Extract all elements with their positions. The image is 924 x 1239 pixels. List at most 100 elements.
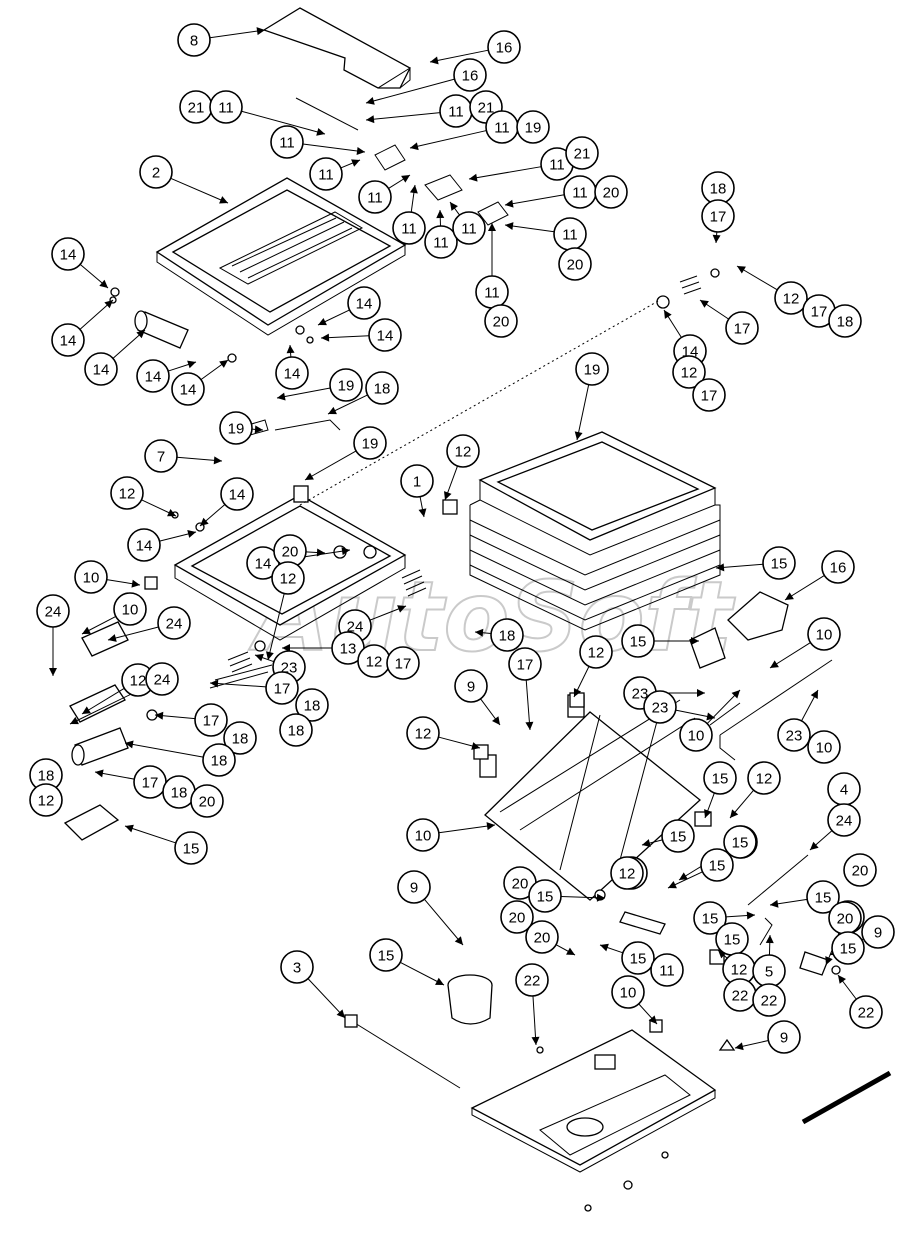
callout-12: 12 <box>110 476 144 510</box>
callout-5: 5 <box>752 954 786 988</box>
callout-12: 12 <box>446 434 480 468</box>
callout-12: 12 <box>610 856 644 890</box>
callout-24: 24 <box>827 803 861 837</box>
callout-20: 20 <box>190 784 224 818</box>
arrowhead-icon <box>525 721 534 730</box>
callout-label: 11 <box>279 135 295 152</box>
callout-label: 12 <box>130 673 147 690</box>
callout-22: 22 <box>515 963 549 997</box>
arrowhead-icon <box>486 822 495 831</box>
leader-line <box>423 898 464 946</box>
callout-16: 16 <box>487 30 521 64</box>
callout-10: 10 <box>807 730 841 764</box>
callout-9: 9 <box>767 1020 801 1054</box>
callout-label: 15 <box>724 932 741 949</box>
callout-circle <box>661 819 695 853</box>
bracket-24-part <box>69 684 126 723</box>
arrowhead-icon <box>825 956 833 965</box>
callout-label: 15 <box>712 771 729 788</box>
callout-label: 24 <box>154 672 171 689</box>
arrowhead-icon <box>255 653 264 662</box>
callout-19: 19 <box>353 426 387 460</box>
callout-14: 14 <box>171 372 205 406</box>
callout-label: 10 <box>688 728 705 745</box>
callout-circle <box>279 713 313 747</box>
callout-circle <box>51 323 85 357</box>
leader-line <box>209 29 266 39</box>
leader-line <box>307 978 346 1019</box>
arrowhead-icon <box>356 147 365 155</box>
leader-line <box>438 824 496 834</box>
callout-label: 9 <box>467 679 475 696</box>
arrowhead-icon <box>664 310 672 319</box>
callout-label: 20 <box>852 863 869 880</box>
callout-circle <box>679 718 713 752</box>
callout-15: 15 <box>369 938 403 972</box>
callout-label: 7 <box>157 449 165 466</box>
callout-15: 15 <box>703 761 737 795</box>
callout-circle <box>424 225 458 259</box>
callout-15: 15 <box>700 848 734 882</box>
callout-label: 18 <box>499 628 516 645</box>
callout-17: 17 <box>386 646 420 680</box>
callout-label: 12 <box>455 444 472 461</box>
callout-21: 21 <box>179 90 213 124</box>
callout-circle <box>270 125 304 159</box>
callout-21: 21 <box>565 136 599 170</box>
callout-label: 24 <box>347 619 364 636</box>
callout-11: 11 <box>540 147 574 181</box>
callout-circle <box>611 975 645 1009</box>
arrowhead-icon <box>328 406 337 415</box>
callout-circle <box>157 606 191 640</box>
callout-24: 24 <box>157 606 191 640</box>
callout-circle <box>144 439 178 473</box>
arrowhead-icon <box>735 1042 744 1051</box>
spring-13-part <box>401 569 427 597</box>
callout-label: 11 <box>433 235 449 252</box>
callout-circle <box>84 352 118 386</box>
callout-label: 17 <box>142 775 159 792</box>
callout-circle <box>223 721 257 755</box>
spring-17-part <box>227 275 702 673</box>
callout-20: 20 <box>525 920 559 954</box>
callout-11: 11 <box>452 211 486 245</box>
callout-label: 18 <box>171 785 188 802</box>
callout-circle <box>220 477 254 511</box>
callout-circle <box>692 378 726 412</box>
upper-frame-part <box>155 177 407 336</box>
callout-11: 11 <box>650 953 684 987</box>
leader-line <box>209 682 267 688</box>
callout-circle <box>700 848 734 882</box>
callout-11: 11 <box>270 125 304 159</box>
callout-circle <box>347 286 381 320</box>
callout-9: 9 <box>861 915 895 949</box>
parts-layer <box>63 7 892 1212</box>
callout-label: 18 <box>288 723 305 740</box>
callout-circle <box>295 688 329 722</box>
arrowhead-icon <box>254 425 263 434</box>
callout-label: 14 <box>136 538 153 555</box>
callout-circle <box>194 703 228 737</box>
callout-14: 14 <box>275 356 309 390</box>
callout-circle <box>827 803 861 837</box>
arrowhead-icon <box>316 548 325 557</box>
callout-label: 20 <box>493 314 510 331</box>
callout-label: 17 <box>710 209 727 226</box>
callout-label: 19 <box>584 362 601 379</box>
callout-12: 12 <box>747 761 781 795</box>
callout-label: 18 <box>374 381 391 398</box>
callout-label: 12 <box>783 291 800 308</box>
callout-12: 12 <box>29 783 63 817</box>
callout-label: 18 <box>232 731 249 748</box>
callout-11: 11 <box>563 175 597 209</box>
callout-label: 15 <box>732 835 749 852</box>
callout-label: 10 <box>620 985 637 1002</box>
callout-circle <box>219 411 253 445</box>
callout-label: 17 <box>274 681 291 698</box>
callout-11: 11 <box>392 211 426 245</box>
callout-18: 18 <box>295 688 329 722</box>
arrowhead-icon <box>600 943 609 952</box>
callout-circle <box>127 528 161 562</box>
arrowhead-icon <box>454 936 463 945</box>
